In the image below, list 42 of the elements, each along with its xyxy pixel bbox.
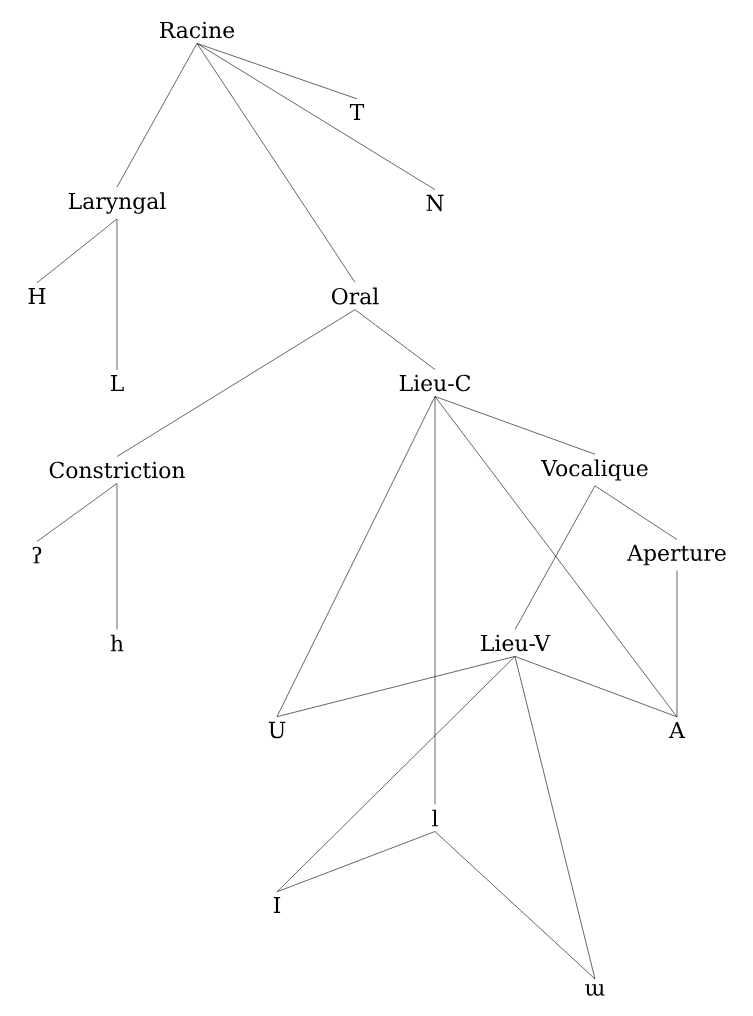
- tree-node-label: ɯ: [585, 984, 605, 996]
- tree-branch: [514, 656, 678, 718]
- tree-node-label: Vocalique: [541, 459, 648, 481]
- tree-branch: [36, 483, 118, 542]
- tree-node-label: l: [432, 809, 438, 827]
- tree-node-label: Aperture: [627, 544, 726, 566]
- tree-branch: [434, 396, 678, 718]
- tree-node-label: U: [268, 721, 286, 739]
- tree-branch: [116, 483, 118, 630]
- tree-branch: [276, 656, 516, 893]
- tree-branch: [514, 485, 596, 630]
- tree-branch: [116, 309, 356, 457]
- tree-node-label: T: [349, 104, 365, 120]
- tree-branch: [276, 396, 436, 717]
- tree-branch: [276, 831, 436, 893]
- tree-node-label: A: [668, 722, 686, 738]
- tree-node-label: I: [273, 897, 281, 913]
- tree-node-label: Racine: [160, 21, 235, 39]
- tree-branch: [676, 570, 678, 718]
- tree-branch: [196, 43, 358, 100]
- tree-branch: [434, 396, 596, 455]
- tree-node-label: H: [28, 288, 46, 304]
- tree-branch: [36, 218, 118, 284]
- tree-branch: [116, 43, 198, 188]
- tree-node-label: Lieu-C: [399, 374, 471, 392]
- tree-node-label: N: [426, 194, 444, 212]
- tree-branch: [116, 218, 118, 371]
- tree-branch: [514, 656, 596, 980]
- tree-node-label: Oral: [331, 287, 379, 305]
- tree-node-label: L: [110, 375, 124, 391]
- tree-node-label: Lieu-V: [481, 634, 551, 652]
- tree-branch: [434, 396, 436, 805]
- tree-branch: [196, 43, 436, 190]
- tree-branch: [276, 656, 516, 717]
- tree-branch: [594, 485, 678, 540]
- tree-node-label: ʔ: [32, 546, 42, 564]
- tree-node-label: Constriction: [49, 461, 185, 479]
- tree-branch: [196, 43, 356, 283]
- tree-branch: [434, 831, 596, 980]
- tree-node-label: h: [110, 634, 124, 652]
- tree-node-label: Laryngal: [68, 192, 166, 214]
- tree-branch: [354, 309, 436, 370]
